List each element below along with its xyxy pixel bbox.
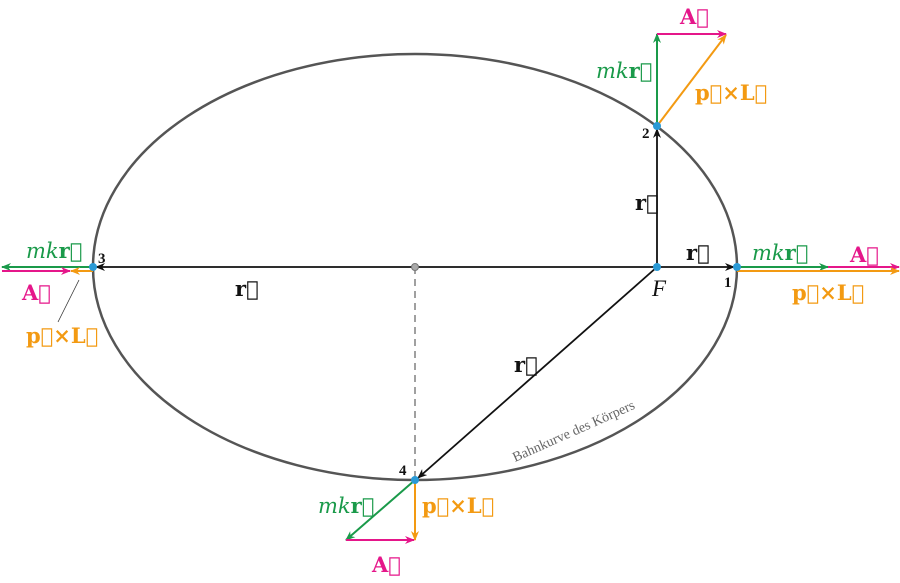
mkr-vector-4: [345, 479, 416, 541]
orbit-point-2: [653, 122, 661, 130]
r-label-3: r⃗: [235, 276, 259, 301]
pxL-label-4: p⃗×L⃗: [422, 493, 494, 518]
pxL-leader-line: [57, 279, 80, 323]
mkr-label-3: mkr⃗: [26, 238, 82, 263]
r-label-2: r⃗: [635, 190, 659, 215]
mkr-label-1: mkr⃗: [752, 240, 808, 265]
r-label-4: r⃗: [514, 352, 538, 377]
point-number-2: 2: [642, 126, 650, 142]
focus-label: F: [651, 276, 667, 301]
mkr-label-2: mkr⃗: [596, 58, 652, 83]
point-number-4: 4: [399, 463, 407, 479]
r-vector-4: [417, 266, 658, 479]
A-label-4: A⃗: [371, 552, 401, 577]
A-label-3: A⃗: [21, 280, 51, 305]
focus-point: [653, 263, 661, 271]
point-number-1: 1: [724, 275, 732, 291]
orbit-point-3: [89, 263, 97, 271]
pxL-label-1: p⃗×L⃗: [792, 280, 864, 305]
A-label-2: A⃗: [679, 4, 709, 29]
mkr-label-4: mkr⃗: [318, 493, 374, 518]
orbit-point-1: [733, 263, 741, 271]
r-label-1: r⃗: [686, 240, 710, 265]
A-label-1: A⃗: [849, 242, 879, 267]
pxL-label-3: p⃗×L⃗: [26, 323, 98, 348]
point-number-3: 3: [98, 251, 106, 267]
orbit-point-4: [411, 476, 419, 484]
pxL-label-2: p⃗×L⃗: [695, 80, 767, 105]
ellipse-center-dot: [411, 263, 419, 271]
pxL-vector-2: [656, 34, 727, 127]
